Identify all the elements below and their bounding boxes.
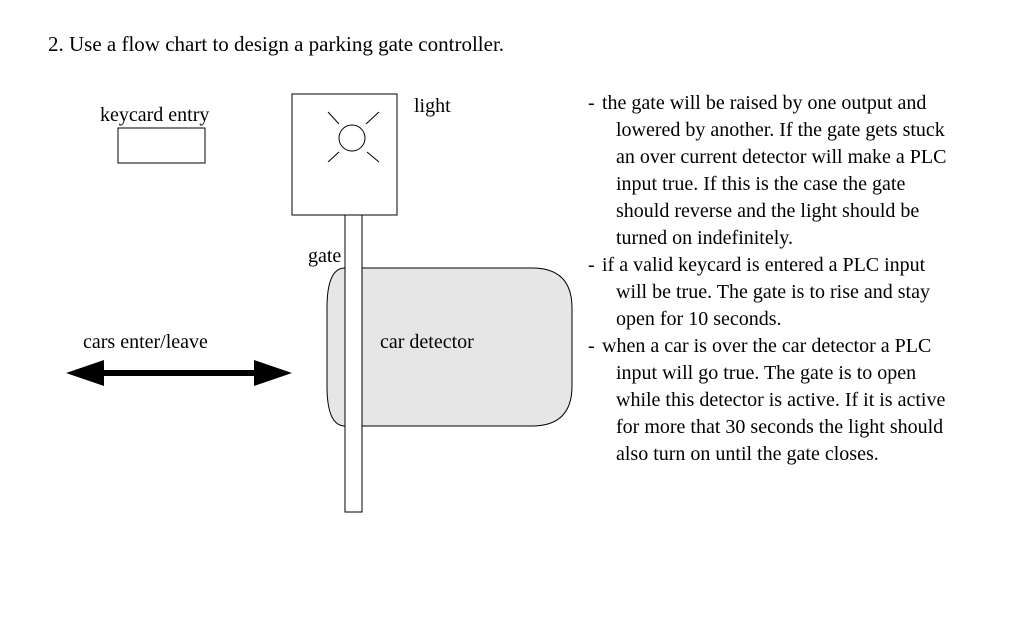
bullet-marker: - xyxy=(588,335,595,357)
bullet-marker: - xyxy=(588,92,595,114)
gate-label: gate xyxy=(308,245,342,267)
requirement-item: -when a car is over the car detector a P… xyxy=(588,333,948,468)
traffic-direction-arrow xyxy=(66,360,292,386)
keycard-reader xyxy=(117,127,206,164)
light-bulb-icon xyxy=(327,111,380,163)
car-detector-label: car detector xyxy=(380,331,474,353)
cars-enter-leave-label: cars enter/leave xyxy=(83,331,208,353)
requirements-list: -the gate will be raised by one output a… xyxy=(588,90,948,468)
requirement-text: the gate will be raised by one output an… xyxy=(602,92,947,249)
requirement-text: if a valid keycard is entered a PLC inpu… xyxy=(602,254,930,330)
question-heading: 2. Use a flow chart to design a parking … xyxy=(48,32,505,56)
requirement-item: -if a valid keycard is entered a PLC inp… xyxy=(588,252,948,333)
light-housing xyxy=(291,93,398,216)
gate-arm xyxy=(344,214,363,513)
requirement-text: when a car is over the car detector a PL… xyxy=(602,335,946,465)
bullet-marker: - xyxy=(588,254,595,276)
requirement-item: -the gate will be raised by one output a… xyxy=(588,90,948,252)
car-detector-zone xyxy=(326,267,573,427)
keycard-entry-label: keycard entry xyxy=(100,104,210,126)
light-label: light xyxy=(414,95,451,117)
